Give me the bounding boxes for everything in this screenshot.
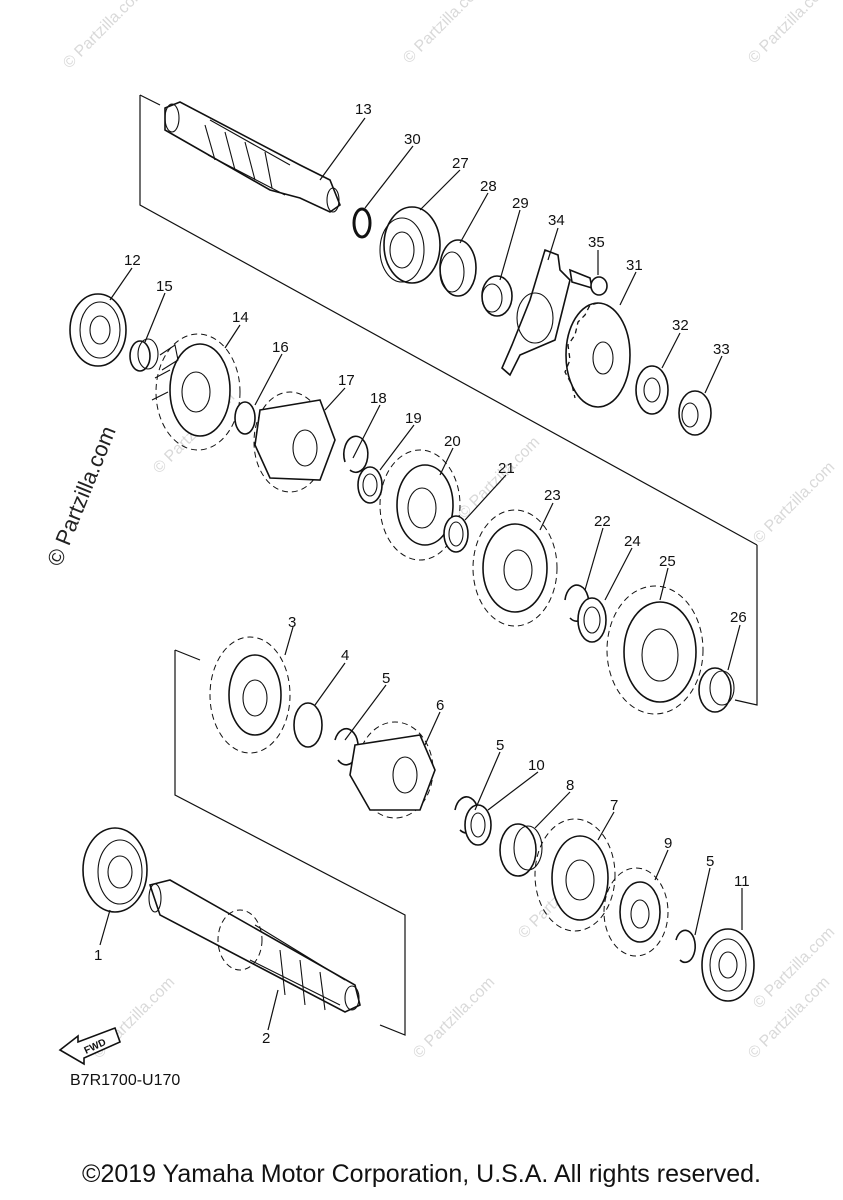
callout-1: 1 <box>94 947 102 964</box>
o-ring-part <box>352 207 372 239</box>
callout-5: 5 <box>706 853 714 870</box>
bearing-part <box>701 928 755 1002</box>
callout-30: 30 <box>404 131 421 148</box>
callout-17: 17 <box>338 372 355 389</box>
circlip-part <box>234 401 256 435</box>
washer-part <box>577 597 607 643</box>
callout-5: 5 <box>496 737 504 754</box>
callout-labels: 1 2 3 8 5 5 5 6 7 8 9 10 11 12 13 14 15 … <box>94 101 750 1047</box>
callout-35: 35 <box>588 234 605 251</box>
callout-29: 29 <box>512 195 529 212</box>
callout-2: 2 <box>262 1030 270 1047</box>
washer-part <box>443 515 469 553</box>
collar-part <box>129 338 159 372</box>
drive-sprocket-part <box>564 302 631 408</box>
callout-8: 8 <box>566 777 574 794</box>
callout-10: 10 <box>528 757 545 774</box>
main-axle-part <box>164 101 341 213</box>
copyright-notice: ©2019 Yamaha Motor Corporation, U.S.A. A… <box>82 1160 761 1188</box>
gear-part <box>379 449 461 561</box>
needle-bearing-part <box>499 823 543 877</box>
gear-part <box>349 721 436 819</box>
callout-22: 22 <box>594 513 611 530</box>
washer-part <box>464 804 492 846</box>
washer-part <box>357 466 383 504</box>
callout-26: 26 <box>730 609 747 626</box>
bushing-part <box>698 667 735 713</box>
bolt-part <box>568 268 608 296</box>
bearing-part <box>69 293 127 367</box>
diagram-code: B7R1700-U170 <box>70 1072 181 1089</box>
bearing-part <box>379 206 441 284</box>
upper-assembly-frame <box>139 94 758 706</box>
gear-part <box>534 818 616 932</box>
callout-21: 21 <box>498 460 515 477</box>
callout-9: 9 <box>664 835 672 852</box>
nut-part <box>678 390 712 436</box>
callout-33: 33 <box>713 341 730 358</box>
bearing-part <box>82 827 148 913</box>
callout-18: 18 <box>370 390 387 407</box>
oil-seal-part <box>439 239 477 297</box>
callout-11: 11 <box>734 873 750 890</box>
callout-4b: 4 <box>341 647 349 664</box>
callout-32: 32 <box>672 317 689 334</box>
callout-31: 31 <box>626 257 643 274</box>
callout-leaders <box>99 117 743 1031</box>
circlip-part <box>343 435 369 474</box>
locking-plate-part <box>501 248 571 377</box>
drive-axle-part <box>148 879 361 1013</box>
gear-part <box>472 509 558 627</box>
callout-12: 12 <box>124 252 141 269</box>
circlip-part <box>334 727 359 766</box>
gear-part <box>151 333 241 451</box>
forward-direction-arrow <box>58 1026 122 1066</box>
gear-part <box>603 867 669 957</box>
callout-23: 23 <box>544 487 561 504</box>
callout-25: 25 <box>659 553 676 570</box>
callout-24: 24 <box>624 533 641 550</box>
callout-3: 3 <box>288 614 296 631</box>
callout-13: 13 <box>355 101 372 118</box>
callout-7: 7 <box>610 797 618 814</box>
callout-19: 19 <box>405 410 422 427</box>
callout-28: 28 <box>480 178 497 195</box>
washer-part <box>293 702 323 748</box>
callout-34: 34 <box>548 212 565 229</box>
callout-5: 5 <box>382 670 390 687</box>
lower-assembly-frame <box>174 649 406 1036</box>
lock-washer-part <box>635 365 669 415</box>
gear-part <box>253 391 336 493</box>
collar-part <box>481 275 513 317</box>
callout-16: 16 <box>272 339 289 356</box>
callout-6: 6 <box>436 697 444 714</box>
callout-14: 14 <box>232 309 249 326</box>
circlip-part <box>675 929 696 964</box>
gear-part <box>209 636 291 754</box>
callout-27: 27 <box>452 155 469 172</box>
callout-15: 15 <box>156 278 173 295</box>
callout-20: 20 <box>444 433 461 450</box>
gear-part <box>606 585 704 715</box>
